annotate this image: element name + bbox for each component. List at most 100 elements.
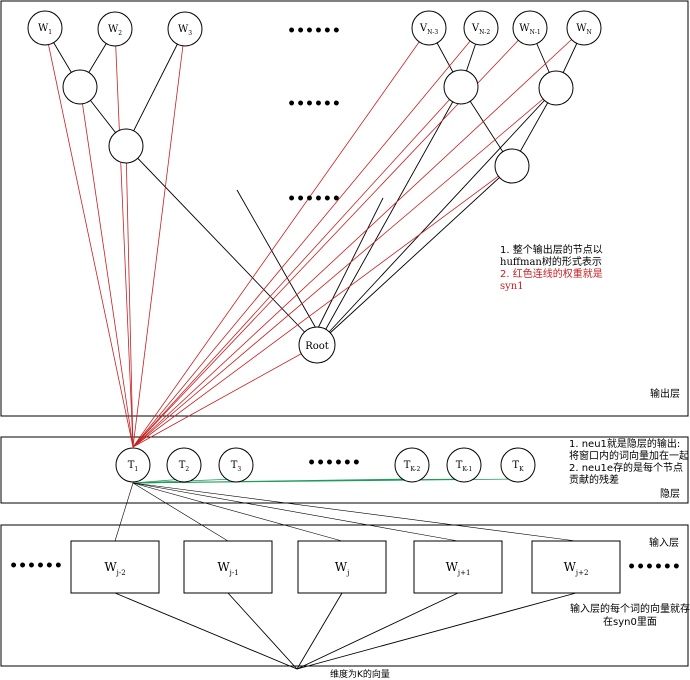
- input-hidden-edge: [114, 482, 134, 542]
- input-word-box: Wj: [297, 540, 387, 594]
- huffman-leaf-node: W2: [97, 11, 133, 47]
- root-label: Root: [305, 341, 329, 352]
- tree-edge: [316, 197, 384, 331]
- hidden-node-label: T1: [128, 460, 139, 473]
- syn1-edge: [132, 27, 482, 448]
- hidden-node-label: T3: [231, 460, 242, 473]
- output-note-line1: 1. 整个输出层的节点以: [500, 243, 603, 256]
- input-sum-edge: [296, 592, 343, 670]
- input-layer-label: 输入层: [649, 536, 679, 549]
- leaf-node-label: VN-2: [471, 23, 491, 36]
- hidden-note-line3: 2. neu1e存的是每个节点: [569, 461, 683, 474]
- input-word-boxes: Wj-2 Wj-1 Wj Wj+1 Wj+2: [70, 540, 621, 594]
- hidden-nodes: T1 T2 T3 TK-2 TK-1 TK: [115, 447, 536, 483]
- leaf-node-label: WN: [576, 23, 592, 36]
- huffman-inner-node: [538, 70, 574, 106]
- tree-edge: [316, 86, 462, 346]
- leaf-node-label: W2: [108, 24, 122, 37]
- tree-edge: [236, 189, 318, 331]
- huffman-inner-node: [443, 69, 479, 105]
- hidden-node: T2: [166, 447, 202, 483]
- input-note-line1: 输入层的每个词的向量就存: [570, 602, 690, 615]
- hidden-layer-label: 隐层: [660, 488, 680, 500]
- hidden-ellipsis: ••••••: [307, 455, 361, 471]
- hidden-node-label: TK-1: [456, 460, 473, 473]
- input-box-label: Wj+1: [446, 560, 471, 577]
- tree-edge: [316, 87, 557, 346]
- input-notes: 输入层的每个词的向量就存 在syn0里面: [570, 602, 690, 628]
- input-box-label: Wj: [335, 560, 350, 577]
- hidden-node: TK: [500, 447, 536, 483]
- input-box-label: Wj-1: [217, 560, 238, 577]
- output-ellipsis-top: ••••••: [287, 23, 341, 39]
- syn1-edge: [132, 87, 557, 448]
- hidden-node: T3: [218, 447, 254, 483]
- leaf-node-label: WN-1: [519, 23, 540, 36]
- vector-dim-label: 维度为K的向量: [330, 668, 390, 680]
- input-word-box: Wj-2: [70, 540, 160, 594]
- output-note-line3: 2. 红色连线的权重就是: [500, 267, 603, 280]
- syn1-weight-edges: [44, 27, 585, 448]
- syn1-edge: [114, 28, 134, 448]
- huffman-leaf-node: W1: [27, 10, 63, 46]
- input-box-label: Wj+2: [564, 560, 589, 577]
- huffman-inner-nodes: [62, 69, 574, 184]
- input-hidden-edge: [132, 482, 343, 542]
- syn1-edge: [44, 27, 134, 448]
- input-sum-edge: [296, 592, 577, 670]
- huffman-tree-edges: [44, 27, 585, 346]
- input-hidden-edge: [132, 482, 229, 542]
- input-sum-edge: [114, 592, 298, 670]
- output-ellipsis-mid: ••••••: [287, 96, 341, 112]
- input-sum-edges: [114, 482, 577, 670]
- output-note-line4: syn1: [500, 281, 524, 292]
- leaf-node-label: W1: [38, 23, 52, 36]
- tree-edge: [125, 28, 186, 147]
- syn1-edge: [132, 27, 430, 448]
- input-layer-panel: [0, 524, 689, 667]
- huffman-leaf-node: VN-2: [463, 10, 499, 46]
- tree-edge: [316, 165, 513, 346]
- input-box-label: Wj-2: [104, 560, 125, 577]
- input-ellipsis-left: ••••••: [9, 558, 63, 574]
- huffman-leaf-node: WN-1: [512, 10, 548, 46]
- hidden-node-label: TK: [512, 460, 524, 473]
- input-hidden-edge: [132, 482, 459, 542]
- input-note-line2: 在syn0里面: [603, 616, 657, 628]
- huffman-inner-node: [108, 128, 144, 164]
- huffman-leaf-node: W3: [167, 11, 203, 47]
- leaf-node-label: W3: [178, 24, 192, 37]
- hidden-note-line1: 1. neu1就是隐层的输出:: [569, 437, 680, 450]
- input-word-box: Wj-1: [183, 540, 273, 594]
- syn1-edge: [132, 27, 585, 448]
- input-hidden-edge: [132, 482, 577, 542]
- tree-edge: [125, 145, 318, 346]
- output-notes: 1. 整个输出层的节点以 huffman树的形式表示 2. 红色连线的权重就是 …: [500, 243, 603, 292]
- hidden-node-label: T2: [179, 460, 190, 473]
- hidden-layer-panel: [0, 436, 689, 504]
- hidden-notes: 1. neu1就是隐层的输出: 将窗口内的词向量加在一起 2. neu1e存的是…: [569, 437, 689, 486]
- syn1-edge: [125, 145, 134, 448]
- huffman-inner-node: [62, 69, 98, 105]
- huffman-leaf-node: VN-3: [411, 10, 447, 46]
- input-sum-edge: [296, 592, 459, 670]
- output-ellipsis-low: ••••••: [287, 191, 341, 207]
- input-ellipsis-right: ••••••: [627, 559, 681, 575]
- syn1-edge: [132, 165, 513, 448]
- hidden-node-label: TK-2: [404, 460, 421, 473]
- hidden-note-line2: 将窗口内的词向量加在一起: [569, 449, 689, 462]
- leaf-node-label: VN-3: [419, 23, 439, 36]
- root-node: Root: [298, 326, 336, 364]
- output-layer-label: 输出层: [650, 387, 680, 400]
- hidden-output-edge: [132, 478, 519, 484]
- huffman-leaf-nodes: W1 W2 W3 VN-3 VN-2 WN-1 WN: [27, 10, 602, 47]
- hidden-node: TK-2: [394, 447, 430, 483]
- syn1-edge: [132, 86, 462, 448]
- hidden-note-line4: 贡献的残差: [569, 473, 619, 486]
- hidden-node: TK-1: [446, 447, 482, 483]
- input-word-box: Wj+1: [413, 540, 503, 594]
- syn1-edge: [79, 86, 134, 448]
- input-word-box: Wj+2: [531, 540, 621, 594]
